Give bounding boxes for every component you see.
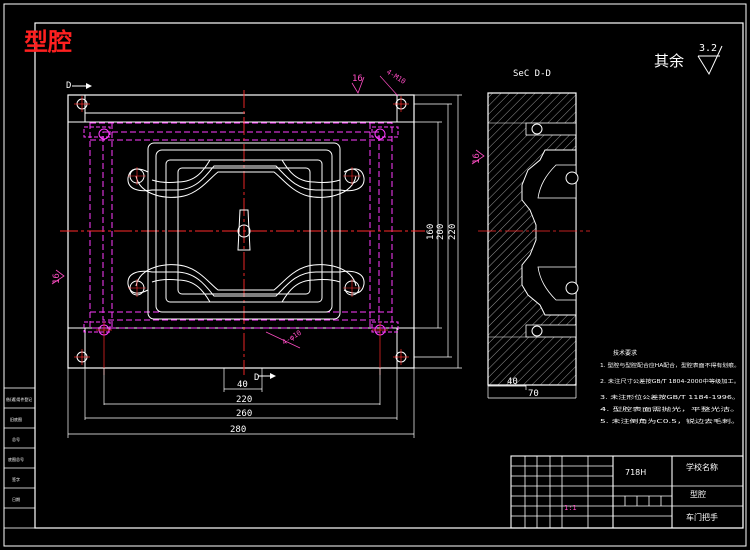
drawing-title: 型腔 [24, 28, 72, 56]
tech-req-line-3: 3. 未注形位公差按GB/T 1184-1996。 [600, 394, 740, 401]
title-block-material: 718H [625, 468, 646, 477]
h-dimensions [67, 368, 415, 438]
roughness-symbol [697, 45, 723, 76]
roughness-16-section: 16 [472, 153, 482, 164]
dim-220-vertical: 220 [448, 224, 458, 240]
tech-req-line-1: 1. 型腔与型腔配合应HA配合，型腔表面不得有划痕。 [600, 362, 740, 369]
roughness-16-top: 16 [352, 74, 363, 84]
title-block-part-name: 型腔 [690, 489, 706, 499]
left-strip-4: 底图总号 [8, 456, 24, 462]
section-mark-bottom: D [254, 373, 259, 383]
title-block-scale: 1:1 [564, 504, 577, 512]
hole-note-top: 4-M10 [385, 68, 407, 86]
dim-260: 260 [236, 409, 252, 419]
section-dim-70: 70 [528, 389, 539, 399]
corner-holes [76, 98, 407, 363]
outer-frame [3, 3, 747, 547]
roughness-16-left: 16 [52, 273, 62, 284]
section-label: SeC D-D [513, 69, 551, 79]
dim-40: 40 [237, 380, 248, 390]
title-block-drawing-name: 车门把手 [686, 512, 718, 522]
technical-requirements: 技术要求 1. 型腔与型腔配合应HA配合，型腔表面不得有划痕。 2. 未注尺寸公… [600, 349, 740, 425]
left-strip-1: 借(通)用件登记 [6, 396, 32, 402]
hidden-outline-inner [102, 131, 380, 321]
tech-req-line-2: 2. 未注尺寸公差按GB/T 1804-2000中等级加工。 [600, 378, 740, 385]
dim-220: 220 [236, 395, 252, 405]
left-strip-6: 日期 [12, 496, 20, 502]
inner-frame [34, 22, 744, 529]
roughness-label: 其余 [654, 52, 684, 70]
roughness-value: 3.2 [699, 43, 717, 54]
plate-outline [67, 94, 415, 369]
tech-req-line-4: 4. 型腔表面需抛光，平整光洁。 [600, 406, 740, 413]
dim-160: 160 [426, 224, 436, 240]
cavity [127, 142, 365, 320]
title-block-school: 学校名称 [686, 462, 718, 472]
tech-req-line-5: 5. 未注倒角为C0.5，锐边去毛刺。 [600, 418, 740, 425]
tech-req-heading: 技术要求 [613, 349, 637, 357]
dim-200: 200 [436, 224, 446, 240]
main-view: D D 16 16 4-M10 4-φ10 40 [51, 68, 462, 438]
v-dimensions [414, 94, 462, 369]
section-dim-40: 40 [507, 377, 518, 387]
left-strip [3, 387, 36, 529]
section-view: SeC D-D 16 40 70 [471, 69, 590, 399]
title-block [510, 455, 744, 529]
hidden-outline-outer [89, 122, 393, 329]
left-strip-5: 签字 [12, 476, 20, 482]
dim-280: 280 [230, 425, 246, 435]
roughness-note: 其余 3.2 [654, 43, 723, 76]
left-strip-3: 总号 [12, 436, 20, 442]
section-mark-left: D [66, 81, 71, 91]
left-strip-2: 旧底图 [10, 416, 22, 422]
